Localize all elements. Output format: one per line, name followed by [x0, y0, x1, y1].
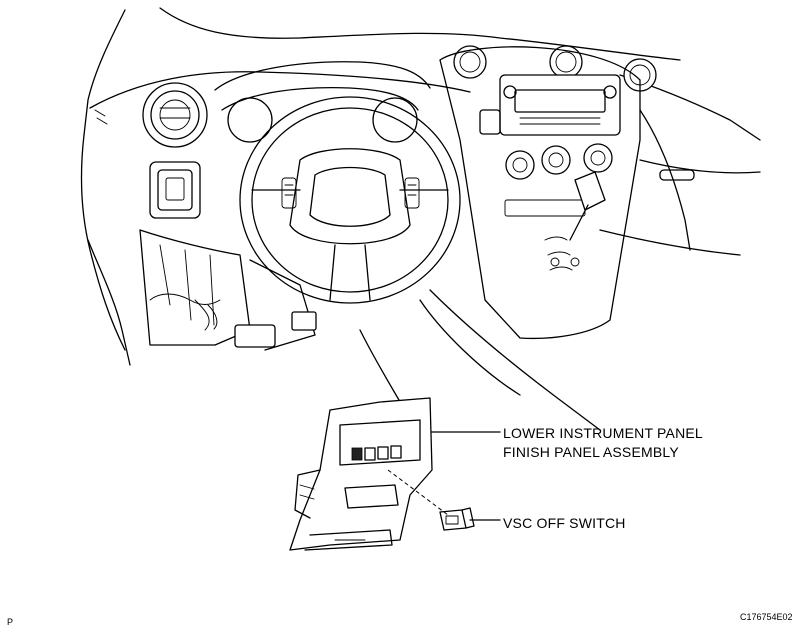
- right-dash: [419, 159, 761, 396]
- vsc-off-switch-label: VSC OFF SWITCH: [503, 515, 626, 531]
- finish-panel-label-line1: LOWER INSTRUMENT PANEL: [503, 425, 703, 441]
- meter-hood: [214, 61, 431, 143]
- finish-panel-label-line2: FINISH PANEL ASSEMBLY: [503, 444, 679, 460]
- vsc-off-switch-part: [439, 507, 475, 531]
- figure-code: C176754E02: [740, 612, 792, 622]
- corner-mark: P: [7, 617, 14, 627]
- finish-panel-label: LOWER INSTRUMENT PANEL FINISH PANEL ASSE…: [503, 424, 703, 462]
- center-stack: [439, 46, 641, 340]
- dashboard-outline: [80, 7, 761, 431]
- installation-path: [387, 469, 449, 516]
- shift-lever: [544, 171, 606, 271]
- finish-panel-assembly: [289, 397, 433, 551]
- left-air-vent: [142, 82, 208, 148]
- steering-wheel: [239, 96, 461, 304]
- under-dash-area: [139, 229, 317, 351]
- left-switch-block: [149, 161, 201, 219]
